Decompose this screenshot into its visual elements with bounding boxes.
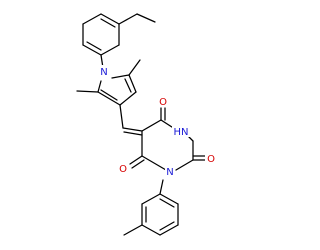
bond: [118, 13, 138, 25]
bond: [128, 59, 141, 76]
bond: [159, 198, 175, 208]
bond: [82, 44, 102, 56]
imide-nitrogen-label: HN: [174, 127, 189, 138]
oxygen-right: O: [205, 152, 215, 165]
bond: [97, 80, 102, 93]
bond: [76, 90, 99, 93]
bond: [122, 127, 143, 132]
bond: [119, 91, 137, 106]
lower-nitrogen: N: [165, 165, 175, 178]
bond: [136, 13, 156, 23]
bond: [128, 74, 137, 93]
bond: [159, 193, 179, 205]
bond: [129, 155, 143, 165]
bond: [100, 18, 116, 28]
pyrrole-nitrogen-label: N: [100, 67, 107, 78]
bond: [97, 91, 121, 106]
oxygen-right-label: O: [207, 154, 215, 165]
bonds: [76, 13, 206, 236]
bond: [123, 224, 143, 236]
bond: [141, 224, 161, 236]
oxygen-top-label: O: [159, 97, 167, 108]
bond: [159, 179, 164, 195]
bond: [119, 104, 124, 129]
bond: [124, 78, 132, 93]
lower-nitrogen-label: N: [166, 167, 173, 178]
oxygen-top: O: [158, 95, 168, 108]
atom-labels: N O HN O N O: [99, 65, 215, 178]
bond: [86, 41, 102, 51]
bond: [159, 221, 175, 231]
bond: [123, 131, 143, 136]
bond: [175, 159, 194, 171]
bond: [82, 13, 102, 25]
bond: [100, 44, 120, 56]
bond: [141, 193, 161, 205]
molecule-canvas: N O HN O N O: [76, 13, 215, 236]
molecule-structure: N O HN O N O: [76, 13, 215, 236]
bond: [131, 159, 145, 169]
bond: [141, 119, 162, 132]
imide-nitrogen: HN: [172, 125, 190, 138]
bond: [100, 89, 118, 101]
bond: [159, 224, 179, 236]
bond: [111, 74, 130, 79]
oxygen-left: O: [118, 162, 128, 175]
bond: [100, 13, 120, 25]
pyrrole-nitrogen: N: [99, 65, 109, 78]
oxygen-left-label: O: [119, 164, 127, 175]
bond: [141, 155, 167, 171]
